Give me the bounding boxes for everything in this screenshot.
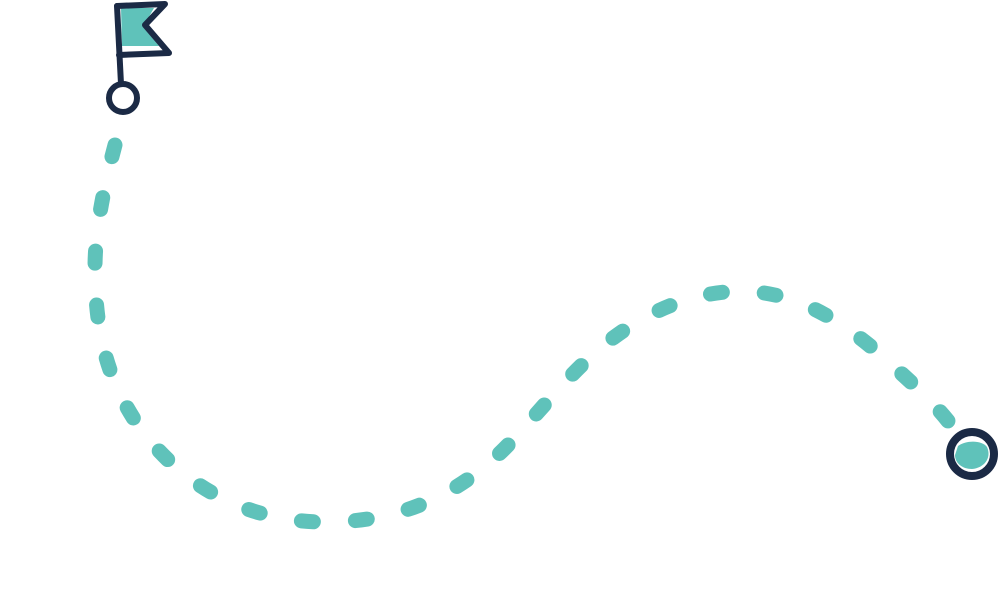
start-point-icon (106, 81, 140, 115)
end-point-icon (946, 428, 998, 480)
flag-icon (114, 1, 172, 87)
dashed-route-path (87, 137, 963, 530)
